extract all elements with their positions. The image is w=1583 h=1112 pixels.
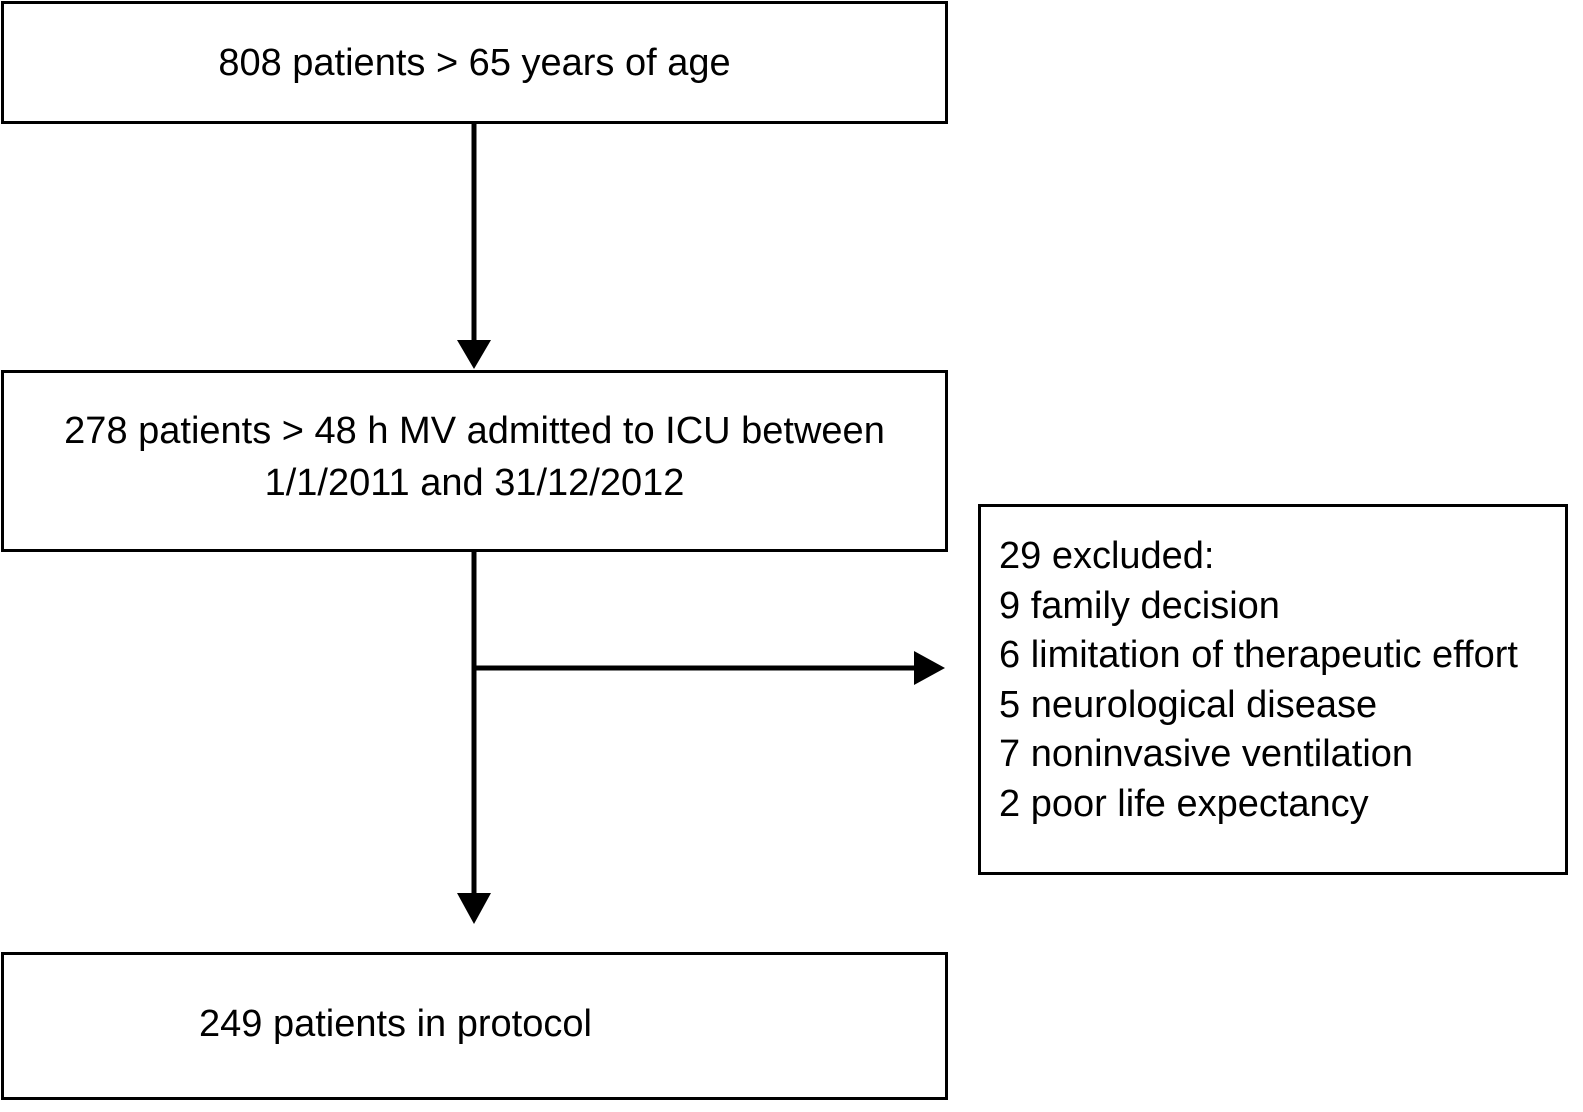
excluded-item: 5 neurological disease [999,683,1378,726]
arrow-head-to-excluded [914,651,945,685]
excluded-item: 9 family decision [999,584,1280,627]
box-excluded-patients: 29 excluded: 9 family decision 6 limitat… [978,504,1568,875]
box-eligible-patients: 278 patients > 48 h MV admitted to ICU b… [1,370,948,552]
box-initial-population: 808 patients > 65 years of age [1,1,948,124]
eligible-line-2: 1/1/2011 and 31/12/2012 [264,462,685,504]
eligible-patients-text: 278 patients > 48 h MV admitted to ICU b… [64,405,885,517]
initial-population-text: 808 patients > 65 years of age [218,41,731,84]
excluded-title: 29 excluded: [999,535,1215,577]
excluded-item: 7 noninvasive ventilation [999,733,1414,775]
arrow-head-eligible-to-final [457,893,491,924]
arrow-head-start-to-eligible [457,340,491,369]
excluded-item: 2 poor life expectancy [999,782,1369,825]
eligible-line-1: 278 patients > 48 h MV admitted to ICU b… [64,410,885,452]
patients-in-protocol-text: 249 patients in protocol [199,1003,592,1045]
excluded-item: 6 limitation of therapeutic effort [999,634,1518,676]
box-patients-in-protocol: 249 patients in protocol [1,952,948,1100]
